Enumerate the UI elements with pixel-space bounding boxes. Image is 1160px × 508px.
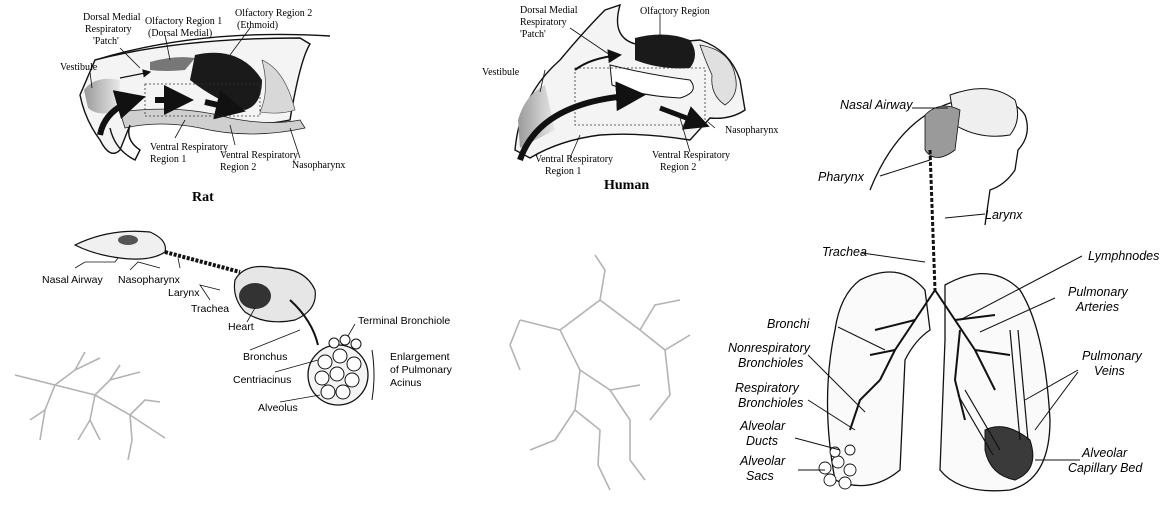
rat-vestibule-label: Vestibule [60, 62, 98, 73]
human-trachea-label: Trachea [822, 245, 867, 259]
rat-terminal-bronchiole-label: Terminal Bronchiole [358, 315, 450, 327]
human-bronchi-label: Bronchi [767, 317, 811, 331]
rat-heart-label: Heart [228, 321, 254, 333]
human-respiratory-bronchioles-label: Respiratory Bronchioles [735, 381, 803, 410]
human-alveolar-sacs-label: Alveolar Sacs [739, 454, 789, 483]
rat-ventral-region-1-label: Ventral Respiratory Region 1 [150, 142, 231, 165]
rat-centriacinus-label: Centriacinus [233, 374, 291, 386]
rat-heart-shape [239, 283, 271, 309]
rat-enlargement-label: Enlargement of Pulmonary Acinus [390, 351, 455, 389]
human-olfactory-label: Olfactory Region [640, 6, 710, 17]
rat-nasal-airway-label: Nasal Airway [42, 274, 103, 286]
rat-caption: Rat [192, 190, 214, 205]
rat-dorsal-medial-label: Dorsal Medial Respiratory 'Patch' [83, 12, 143, 47]
human-nasal-airway-label: Nasal Airway [840, 98, 913, 112]
human-respiratory-diagram: Nasal Airway Pharynx Larynx Trachea Lymp… [728, 89, 1159, 491]
human-nasal-cavity [925, 106, 960, 158]
human-vestibule-label: Vestibule [482, 67, 520, 78]
rat-alveolus-label: Alveolus [258, 402, 298, 414]
rat-nasal-diagram: Dorsal Medial Respiratory 'Patch' Olfact… [60, 8, 345, 205]
rat-nasopharynx-label: Nasopharynx [292, 160, 345, 171]
rat-bronchus-label: Bronchus [243, 351, 287, 363]
rat-olfactory-region-2-label: Olfactory Region 2 (Ethmoid) [235, 8, 315, 31]
human-brain-region [950, 89, 1018, 137]
human-alveolar-sacs [819, 445, 856, 489]
rat-trachea-label: Trachea [191, 303, 229, 315]
human-nasal-diagram: Dorsal Medial Respiratory 'Patch' Olfact… [482, 5, 778, 193]
center-branching-tree [510, 255, 690, 490]
human-pulmonary-arteries-label: Pulmonary Arteries [1068, 285, 1131, 314]
human-alveolar-ducts-label: Alveolar Ducts [739, 419, 789, 448]
human-ventral-region-1-label: Ventral Respiratory Region 1 [535, 154, 616, 177]
human-alveolar-capillary-bed-label: Alveolar Capillary Bed [1068, 446, 1143, 475]
rat-larynx-label: Larynx [168, 287, 200, 299]
human-nonrespiratory-bronchioles-label: Nonrespiratory Bronchioles [728, 341, 813, 370]
human-pulmonary-veins-label: Pulmonary Veins [1082, 349, 1145, 378]
rat-head-outline [75, 231, 165, 259]
human-ventral-region-2-label: Ventral Respiratory Region 2 [652, 150, 733, 173]
rat-enlargement-bracket [372, 350, 374, 400]
human-airway-tube [930, 150, 935, 290]
human-dorsal-medial-label: Dorsal Medial Respiratory 'Patch' [520, 5, 580, 40]
human-lymphnodes-label: Lymphnodes [1088, 249, 1159, 263]
rat-olfactory-region-1-label: Olfactory Region 1 (Dorsal Medial) [145, 16, 225, 39]
human-pharynx-label: Pharynx [818, 170, 865, 184]
left-branching-tree [15, 352, 165, 460]
human-left-lung [828, 272, 931, 486]
rat-olfactory-mark [118, 235, 138, 245]
rat-nasopharynx-airway-label: Nasopharynx [118, 274, 181, 286]
rat-trachea-tube [165, 252, 240, 272]
human-larynx-label: Larynx [985, 208, 1023, 222]
human-nasopharynx-label: Nasopharynx [725, 125, 778, 136]
rat-ventral-region-2-label: Ventral Respiratory Region 2 [220, 150, 301, 173]
human-caption: Human [604, 178, 649, 193]
